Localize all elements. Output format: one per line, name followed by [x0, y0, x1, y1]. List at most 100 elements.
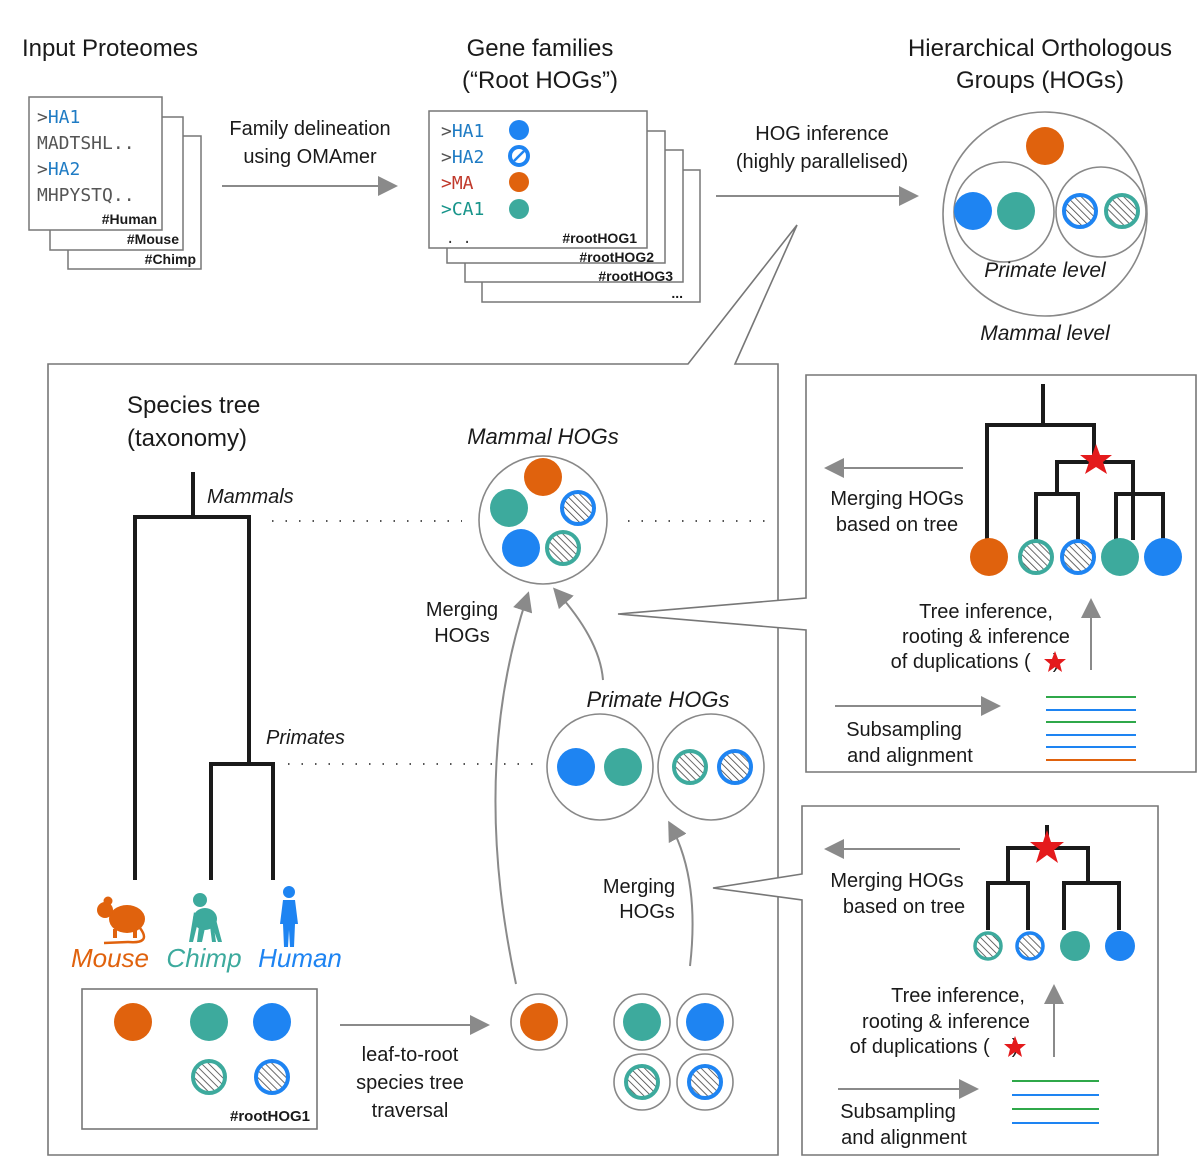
primate-merge-label-2: based on tree [843, 896, 965, 918]
mammal-tree-leaf-human [1144, 538, 1182, 576]
hog-gene-chimp-paralog [1104, 193, 1140, 229]
omamer-label: using OMAmer [243, 146, 377, 168]
hog-inference-label: HOG inference [755, 123, 888, 145]
roothog1-box: #rootHOG1 [81, 988, 318, 1130]
hog-nested-circles: Primate level [942, 111, 1148, 317]
seq-header-1: >HA1 [37, 107, 80, 128]
duplication-star-mammal [1080, 444, 1112, 474]
primate-hog-2 [657, 713, 765, 821]
mammal-sub-label-2: and alignment [847, 745, 973, 767]
merging-label-primate-1: Merging [603, 876, 675, 898]
tag-roothog2: #rootHOG2 [579, 249, 654, 265]
merging-label-primate-2: HOGs [619, 901, 675, 923]
roothog1-gene-human [253, 1003, 291, 1041]
primate-merge-label-1: Merging HOGs [830, 870, 963, 892]
primate-hogs-title: Primate HOGs [586, 687, 729, 712]
gene-dot-ma [509, 172, 529, 192]
mammal-hogs [478, 455, 608, 585]
hogs-title-2: Groups (HOGs) [956, 67, 1124, 94]
mammal-infer-label-1: Tree inference, [919, 601, 1053, 623]
gene-dot-ha1 [509, 120, 529, 140]
primate-sub-label-2: and alignment [841, 1127, 967, 1149]
family-gene-ha1: >HA1 [441, 121, 484, 142]
hog-gene-human-paralog [1062, 193, 1098, 229]
tag-more: ... [671, 285, 683, 301]
proteome-card-human [28, 96, 163, 231]
primate-infer-label-1: Tree inference, [891, 985, 1025, 1007]
input-proteomes-title: Input Proteomes [22, 35, 198, 62]
hog-inference-detail-box [47, 224, 798, 1156]
tag-roothog3: #rootHOG3 [598, 268, 673, 284]
mammal-sub-label-1: Subsampling [846, 719, 962, 741]
traversal-label-2: species tree [356, 1072, 464, 1094]
family-delineation-label: Family delineation [229, 118, 390, 140]
species-label-chimp: Chimp [166, 943, 241, 973]
primate-infer-label-2: rooting & inference [862, 1011, 1030, 1033]
root-hogs-title: (“Root HOGs”) [462, 67, 618, 94]
roothog1-gene-mouse [114, 1003, 152, 1041]
mammal-hogs-title: Mammal HOGs [467, 424, 619, 449]
primate-tree-leaf-human [1105, 931, 1135, 961]
tag-mouse: #Mouse [127, 231, 179, 247]
mammal-tree-leaf-chimp [1101, 538, 1139, 576]
roothog1-tag: #rootHOG1 [230, 1108, 310, 1125]
traversal-label-1: leaf-to-root [362, 1044, 459, 1066]
hog-gene-mouse [1026, 127, 1064, 165]
gene-families-title: Gene families [467, 35, 614, 62]
duplication-star-legend-2 [1004, 1036, 1026, 1057]
hog-gene-chimp [997, 192, 1035, 230]
species-label-human: Human [258, 943, 342, 973]
merge-arrow-leaf-to-primate [668, 820, 694, 967]
duplication-star-legend-1 [1044, 651, 1066, 672]
primate-sub-label-1: Subsampling [840, 1101, 956, 1123]
primate-merge-detail-panel [712, 805, 1159, 1156]
mammal-merge-label-2: based on tree [836, 514, 958, 536]
proteome-stack: >HA1 MADTSHL.. >HA2 MHPYSTQ.. #Human #Mo… [28, 96, 202, 270]
primate-level-label: Primate level [984, 259, 1107, 282]
primate-group-circle-2 [1055, 166, 1147, 258]
primate-tree-leaf-human-paralog [1015, 931, 1045, 961]
mammal-tree-leaf-human-paralog [1060, 539, 1096, 575]
species-tree-title: Species tree [127, 392, 260, 419]
hogs-title-1: Hierarchical Orthologous [908, 35, 1172, 62]
gene-dot-ca1 [509, 199, 529, 219]
roothog-card-1 [428, 110, 648, 249]
primate-tree-leaf-chimp [1060, 931, 1090, 961]
seq-body-1: MADTSHL.. [37, 133, 135, 154]
mammal-tree-leaf-mouse [970, 538, 1008, 576]
roothog1-gene-chimp [190, 1003, 228, 1041]
merge-arrow-primate-to-mammal [552, 587, 604, 681]
seq-header-2: >HA2 [37, 159, 80, 180]
tag-human: #Human [102, 211, 157, 227]
traversal-label-3: traversal [372, 1100, 449, 1122]
mammal-alignment-lines [1046, 696, 1136, 761]
mammal-tree-leaf-chimp-paralog [1018, 539, 1054, 575]
species-tree [133, 472, 275, 880]
family-more-genes: . . [446, 231, 471, 247]
mammal-infer-label-2: rooting & inference [902, 626, 1070, 648]
human-icon [280, 886, 298, 947]
merging-label-mammal-1: Merging [426, 599, 498, 621]
tag-chimp: #Chimp [145, 251, 196, 267]
leaf-hogs [510, 993, 734, 1111]
primate-tree-leaf-chimp-paralog [973, 931, 1003, 961]
species-label-mouse: Mouse [71, 943, 149, 973]
merge-arrow-mouse-to-mammal [494, 591, 533, 985]
hog-gene-human [954, 192, 992, 230]
chimp-icon [189, 893, 222, 942]
parallelised-label: (highly parallelised) [736, 151, 908, 173]
mammal-merge-label-1: Merging HOGs [830, 488, 963, 510]
duplication-star-primate [1030, 830, 1064, 863]
primate-hog-1 [546, 713, 654, 821]
seq-body-2: MHPYSTQ.. [37, 185, 135, 206]
roothog1-gene-chimp-paralog [191, 1059, 227, 1095]
primate-hogs [546, 713, 765, 821]
merging-label-mammal-2: HOGs [434, 625, 490, 647]
family-gene-ha2: >HA2 [441, 147, 484, 168]
mammal-merge-detail-panel [617, 374, 1197, 773]
roothog-stack: >HA1 >HA2 >MA >CA1 . . #rootHOG1 #rootHO… [428, 110, 701, 303]
gene-dot-ha2 [508, 145, 530, 167]
primate-alignment-lines [1012, 1080, 1099, 1124]
family-gene-ca1: >CA1 [441, 199, 484, 220]
